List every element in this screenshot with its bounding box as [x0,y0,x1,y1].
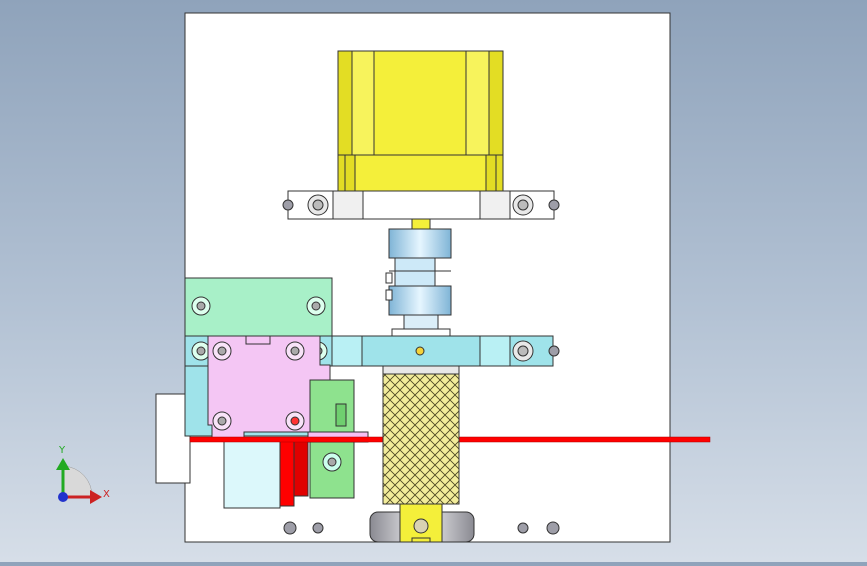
triad-arc-icon [62,465,93,498]
bottom-pulley[interactable] [369,503,475,543]
motor-mount-bracket[interactable] [282,190,560,220]
triad-x-label: X [103,489,110,500]
z-axis-dot-icon [58,492,68,502]
motor-shaft[interactable] [411,218,431,230]
bearing-ring[interactable] [391,328,451,337]
side-tab[interactable] [155,393,191,484]
bottom-mounting-holes [283,521,560,535]
stepper-motor[interactable] [337,50,504,192]
red-cutter[interactable] [279,437,309,507]
coordinate-triad: Y X [56,445,110,504]
knurled-roller[interactable] [382,365,460,505]
light-cyan-lower-block[interactable] [223,437,281,509]
triad-y-label: Y [58,445,66,456]
shaft-coupling[interactable] [385,228,452,316]
mint-mount-block[interactable] [184,277,333,337]
